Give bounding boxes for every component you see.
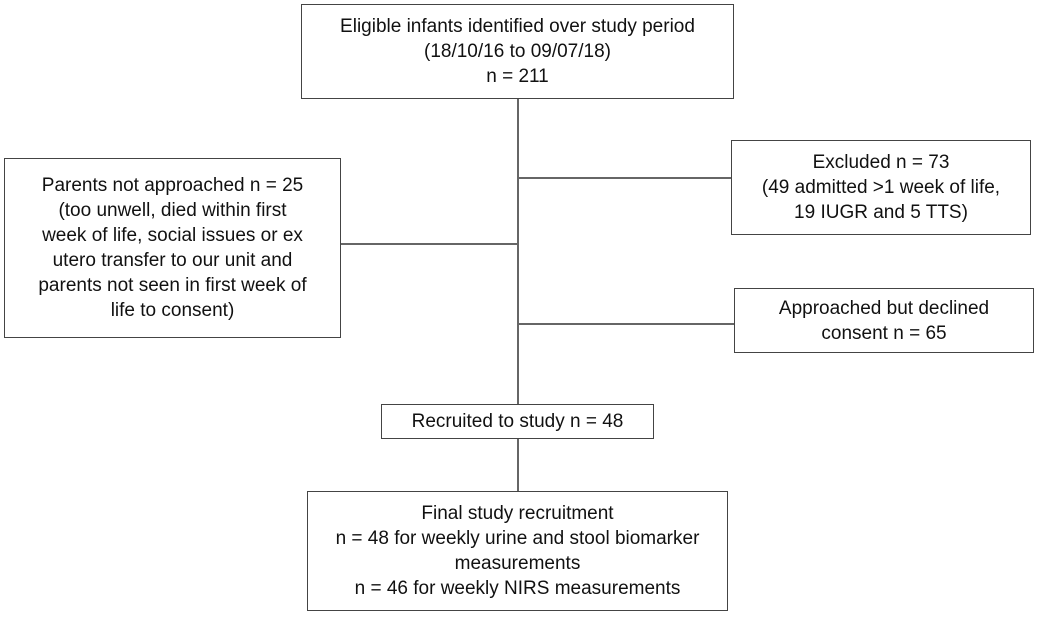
connector-to-excluded bbox=[517, 177, 732, 179]
final-line-2: n = 48 for weekly urine and stool biomar… bbox=[335, 528, 700, 549]
connector-to-declined bbox=[517, 323, 735, 325]
declined-line-1: Approached but declined bbox=[778, 297, 990, 319]
not-approached-line-3: week of life, social issues or ex bbox=[42, 225, 303, 246]
recruited-line-1: Recruited to study n = 48 bbox=[411, 411, 624, 432]
not-approached-line-2: (too unwell, died within first bbox=[58, 200, 287, 221]
parents-not-approached-box: Parents not approached n = 25 (too unwel… bbox=[4, 158, 341, 338]
recruited-box: Recruited to study n = 48 bbox=[381, 404, 654, 439]
not-approached-line-6: life to consent) bbox=[110, 300, 235, 321]
eligible-line-3: n = 211 bbox=[486, 66, 549, 87]
declined-consent-box: Approached but declined consent n = 65 bbox=[734, 288, 1034, 353]
recruited-to-final-connector bbox=[517, 438, 519, 492]
eligible-infants-box: Eligible infants identified over study p… bbox=[301, 4, 734, 99]
excluded-line-3: 19 IUGR and 5 TTS) bbox=[794, 202, 968, 223]
eligible-line-1: Eligible infants identified over study p… bbox=[340, 16, 695, 37]
final-recruitment-box: Final study recruitment n = 48 for weekl… bbox=[307, 491, 728, 611]
excluded-line-1: Excluded n = 73 bbox=[812, 152, 950, 173]
main-vertical-connector bbox=[517, 98, 519, 405]
final-line-1: Final study recruitment bbox=[421, 503, 614, 524]
connector-to-not-approached bbox=[340, 243, 518, 245]
eligible-line-2: (18/10/16 to 09/07/18) bbox=[424, 41, 611, 62]
declined-line-2: consent n = 65 bbox=[821, 322, 947, 344]
not-approached-line-1: Parents not approached n = 25 bbox=[41, 175, 304, 196]
excluded-line-2: (49 admitted >1 week of life, bbox=[761, 177, 1001, 198]
final-line-3: measurements bbox=[454, 553, 581, 574]
not-approached-line-5: parents not seen in first week of bbox=[38, 275, 307, 296]
excluded-box: Excluded n = 73 (49 admitted >1 week of … bbox=[731, 140, 1031, 235]
not-approached-line-4: utero transfer to our unit and bbox=[52, 250, 293, 271]
final-line-4: n = 46 for weekly NIRS measurements bbox=[354, 578, 681, 599]
